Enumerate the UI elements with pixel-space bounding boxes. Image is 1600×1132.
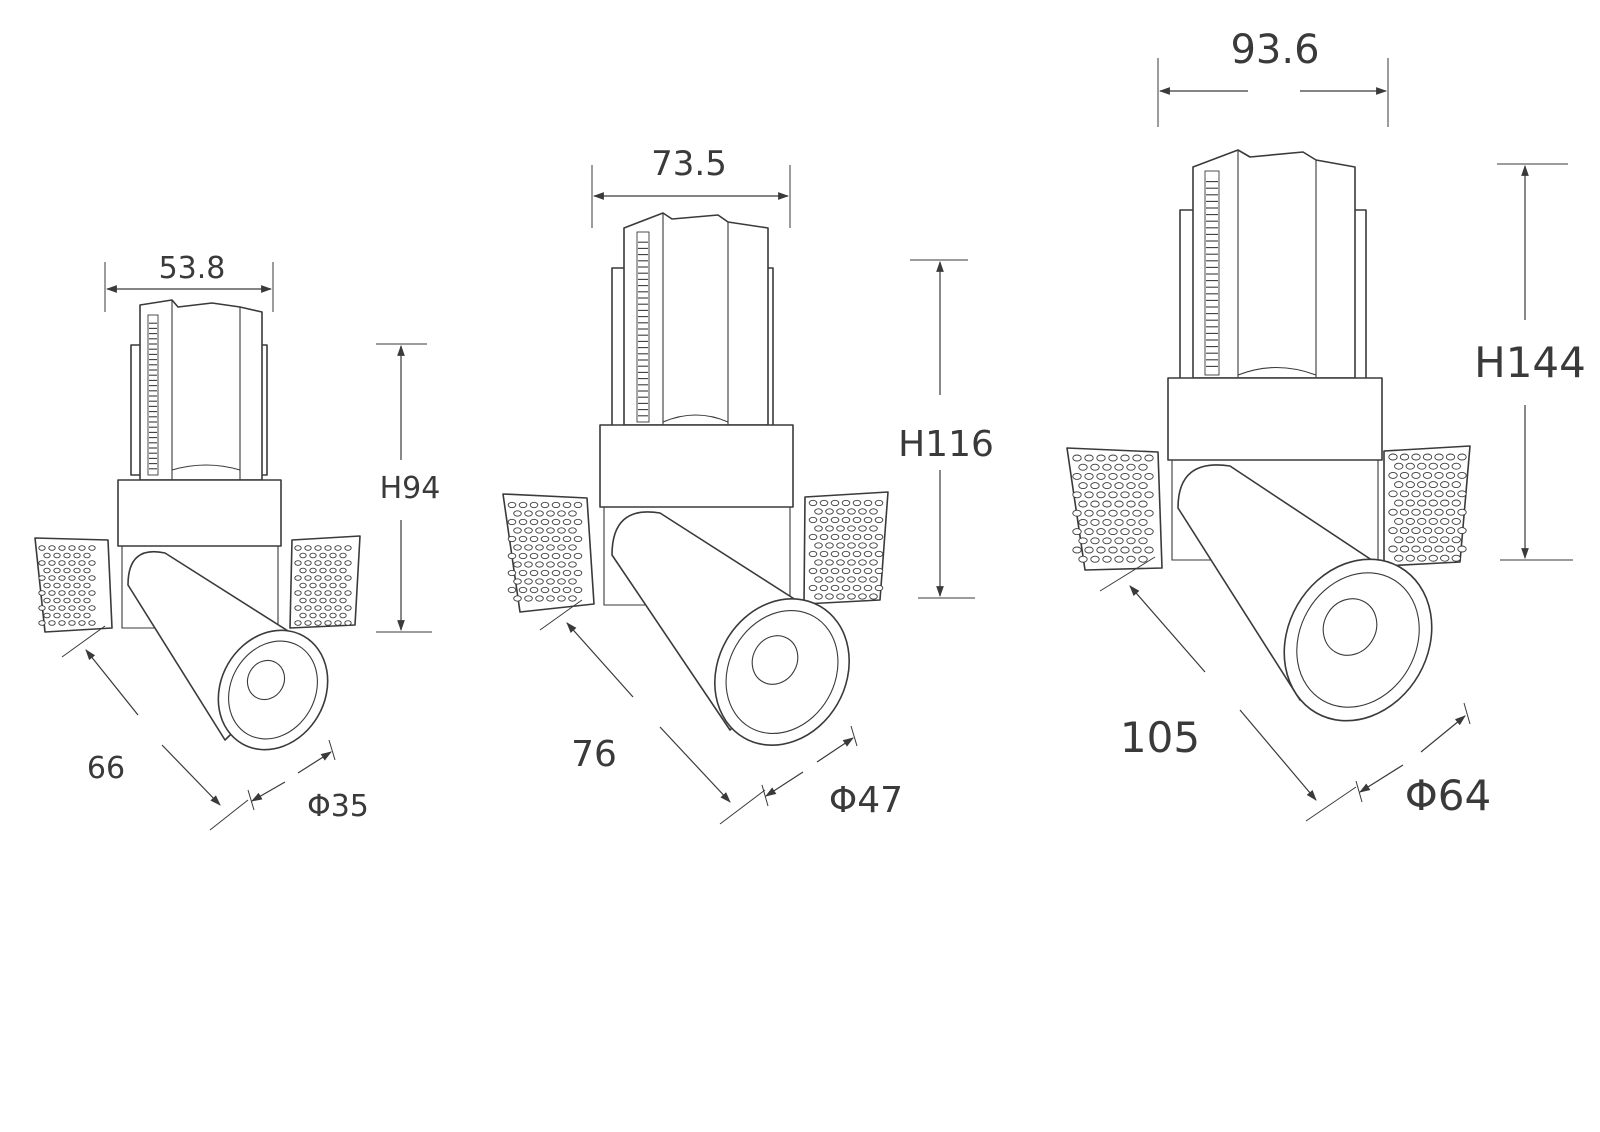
fixture-medium: 73.5 H116: [502, 144, 994, 825]
length-dimension-small: 66: [61, 625, 249, 831]
collar-medium: [599, 424, 794, 508]
heatsink-small: [130, 299, 268, 481]
spotlight-barrel-small: [127, 551, 329, 751]
height-label-small: H94: [380, 471, 441, 506]
diameter-dimension-small: Φ35: [247, 739, 369, 824]
fixture-large: 93.6 H144: [1066, 27, 1586, 822]
length-label-large: 105: [1120, 713, 1200, 762]
length-label-small: 66: [87, 751, 125, 786]
length-dimension-large: 105: [1099, 556, 1357, 822]
left-wing-medium-perforations: [507, 501, 583, 602]
vent-slots-medium: [636, 231, 650, 423]
top-width-label-large: 93.6: [1230, 27, 1319, 73]
top-width-label-medium: 73.5: [651, 144, 727, 184]
diameter-dimension-medium: Φ47: [761, 725, 903, 821]
left-wing-large-perforations: [1072, 454, 1154, 563]
top-width-label-small: 53.8: [159, 251, 226, 286]
right-wing-small: [289, 535, 361, 629]
collar-large: [1167, 377, 1383, 461]
height-label-large: H144: [1474, 338, 1586, 387]
height-dimension-large: H144: [1474, 163, 1586, 561]
spotlight-barrel-medium: [611, 511, 851, 746]
vent-slots-small: [147, 314, 159, 476]
diameter-label-large: Φ64: [1405, 771, 1492, 820]
top-width-dimension-small: 53.8: [104, 251, 274, 312]
heatsink-medium: [611, 212, 774, 429]
height-dimension-medium: H116: [898, 259, 994, 599]
top-width-dimension-large: 93.6: [1157, 27, 1389, 127]
vent-slots-large: [1204, 170, 1220, 376]
length-dimension-medium: 76: [539, 599, 766, 825]
right-wing-large-perforations: [1388, 453, 1467, 562]
spotlight-barrel-large: [1177, 464, 1433, 722]
diameter-dimension-large: Φ64: [1355, 702, 1492, 820]
right-wing-small-perforations: [294, 545, 352, 626]
collar-small: [117, 479, 282, 547]
right-wing-medium-perforations: [808, 499, 884, 600]
left-wing-small-perforations: [38, 545, 96, 626]
diameter-label-small: Φ35: [307, 789, 369, 824]
length-label-medium: 76: [571, 734, 617, 775]
fixture-small: 53.8: [34, 251, 441, 831]
height-label-medium: H116: [898, 424, 994, 465]
heatsink-large: [1179, 149, 1367, 383]
top-width-dimension-medium: 73.5: [591, 144, 791, 228]
diameter-label-medium: Φ47: [829, 780, 903, 821]
height-dimension-small: H94: [376, 343, 441, 633]
